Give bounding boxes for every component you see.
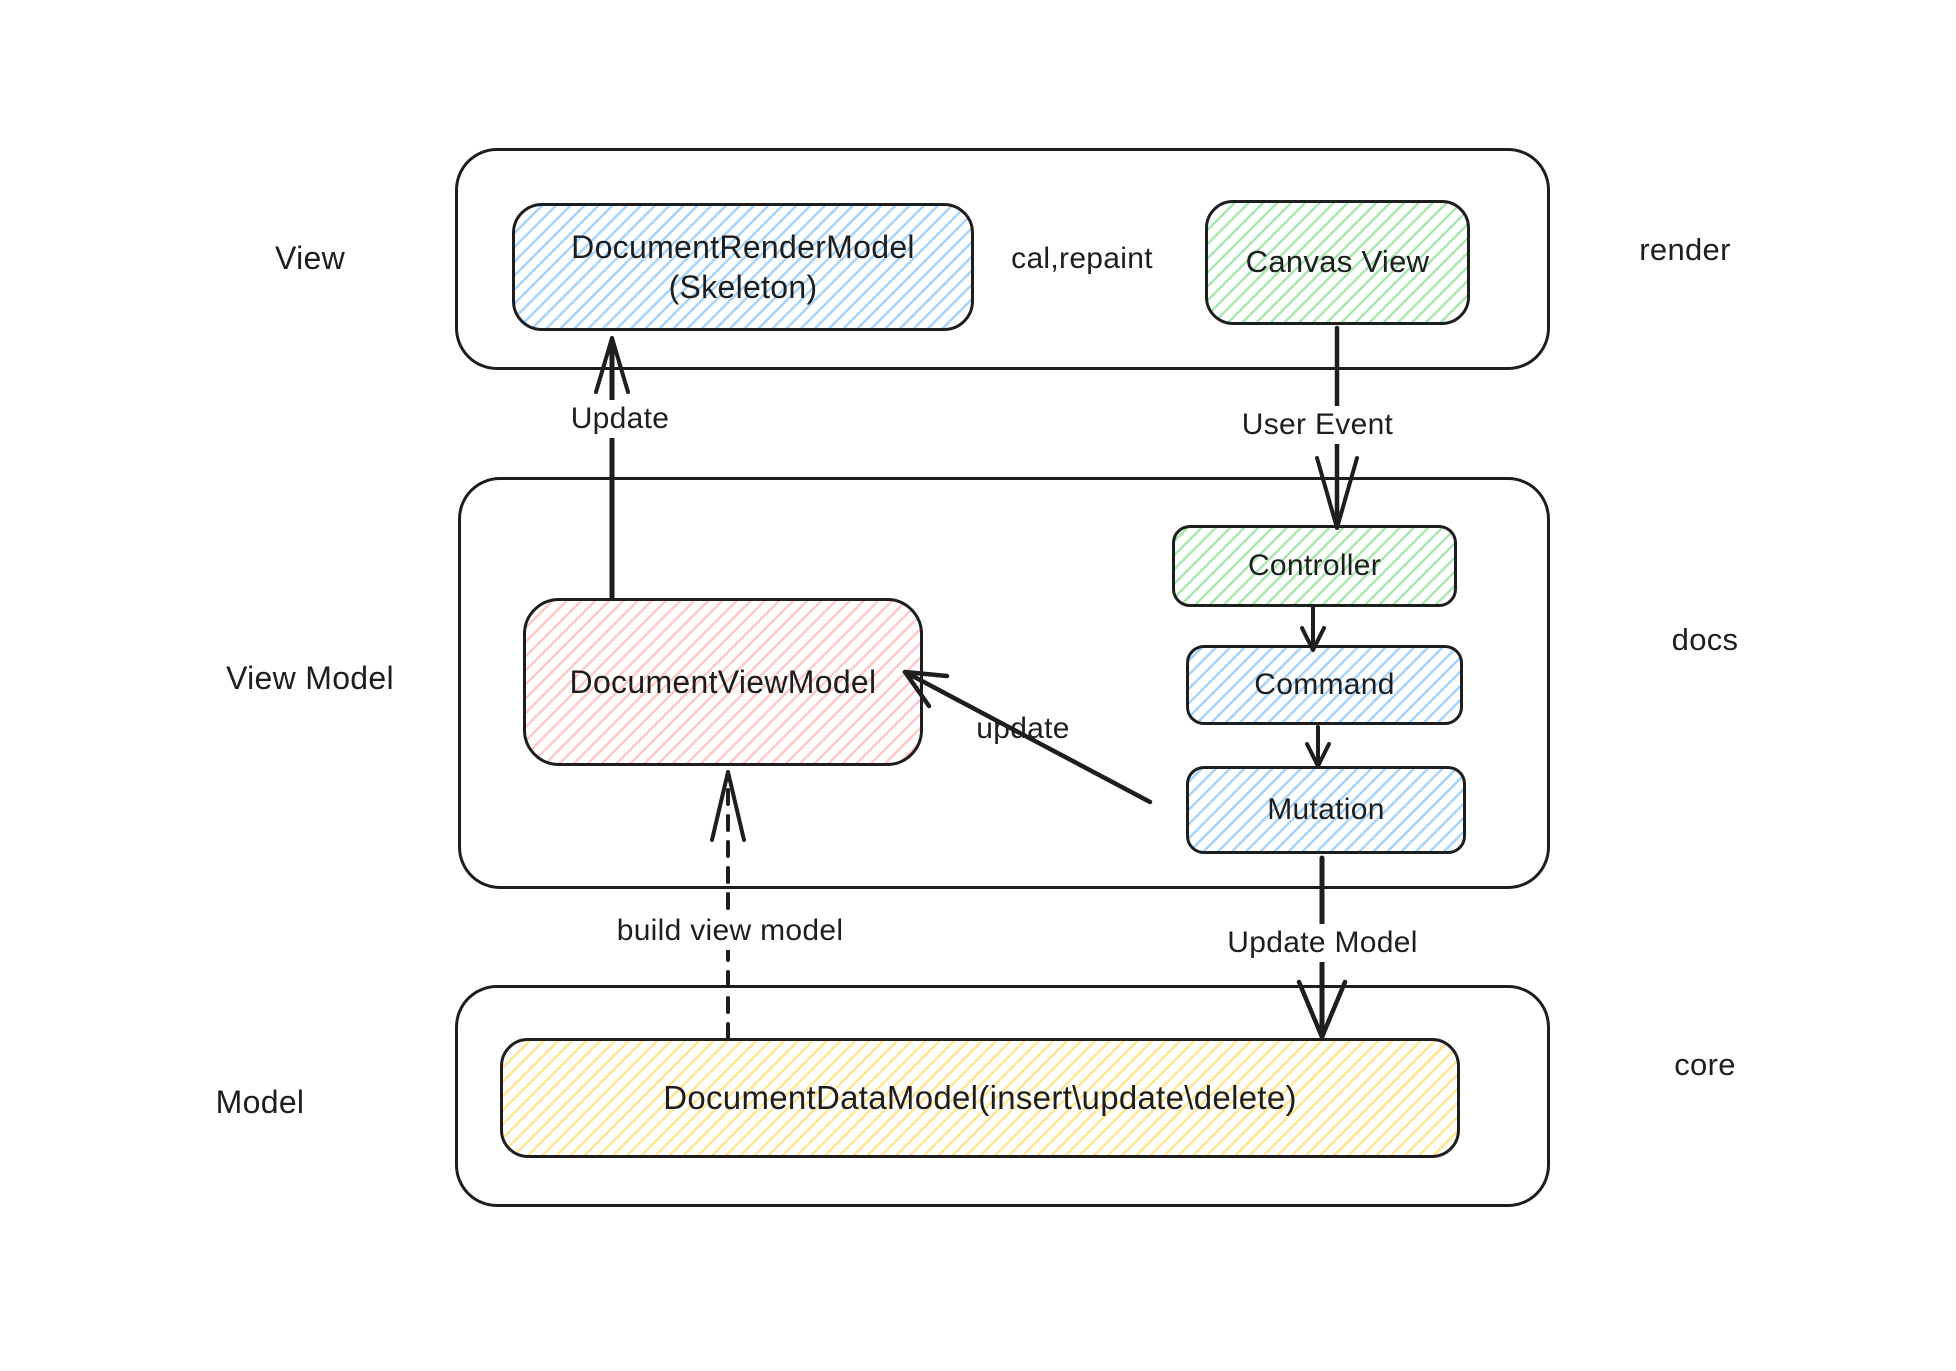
update-arrow (594, 336, 630, 601)
build-view-model-edge-label: build view model (565, 912, 895, 950)
canvas-view-label: Canvas View (1245, 244, 1430, 280)
controller-node: Controller (1172, 525, 1457, 607)
command-node: Command (1186, 645, 1463, 725)
docs-side-label: docs (1671, 622, 1739, 657)
mutation-node: Mutation (1186, 766, 1466, 854)
render-side-label: render (1639, 232, 1731, 267)
document-data-model-label: DocumentDataModel(insert\update\delete) (663, 1079, 1297, 1117)
user-event-edge-label: User Event (1200, 406, 1435, 444)
model-layer-container (455, 985, 1550, 1207)
document-render-model-label: DocumentRenderModel (571, 229, 915, 265)
update-edge-label: Update (540, 400, 700, 438)
view-layer-container (455, 148, 1550, 370)
view-layer-label: View (275, 240, 345, 276)
view-model-layer-label: View Model (226, 660, 394, 696)
command-to-mutation-arrow (1305, 725, 1331, 768)
core-side-label: core (1674, 1047, 1736, 1082)
model-layer-label: Model (215, 1084, 305, 1120)
document-view-model-label: DocumentViewModel (569, 664, 877, 700)
canvas-view-node: Canvas View (1205, 200, 1470, 325)
update-model-edge-label: Update Model (1185, 924, 1460, 962)
build-view-model-arrow (710, 770, 746, 1040)
document-render-model-sublabel: (Skeleton) (668, 269, 818, 305)
command-label: Command (1254, 668, 1395, 702)
view-model-layer-container (458, 477, 1550, 889)
document-data-model-node: DocumentDataModel(insert\update\delete) (500, 1038, 1460, 1158)
document-view-model-node: DocumentViewModel (523, 598, 923, 766)
cal-repaint-edge-label: cal,repaint (1011, 242, 1153, 275)
controller-label: Controller (1247, 549, 1382, 583)
document-render-model-node: DocumentRenderModel (Skeleton) (512, 203, 974, 331)
controller-to-command-arrow (1300, 605, 1326, 652)
mutation-update-viewmodel-arrow (902, 669, 1153, 805)
mutation-label: Mutation (1267, 793, 1385, 827)
update-vm-edge-label: update (976, 712, 1070, 745)
